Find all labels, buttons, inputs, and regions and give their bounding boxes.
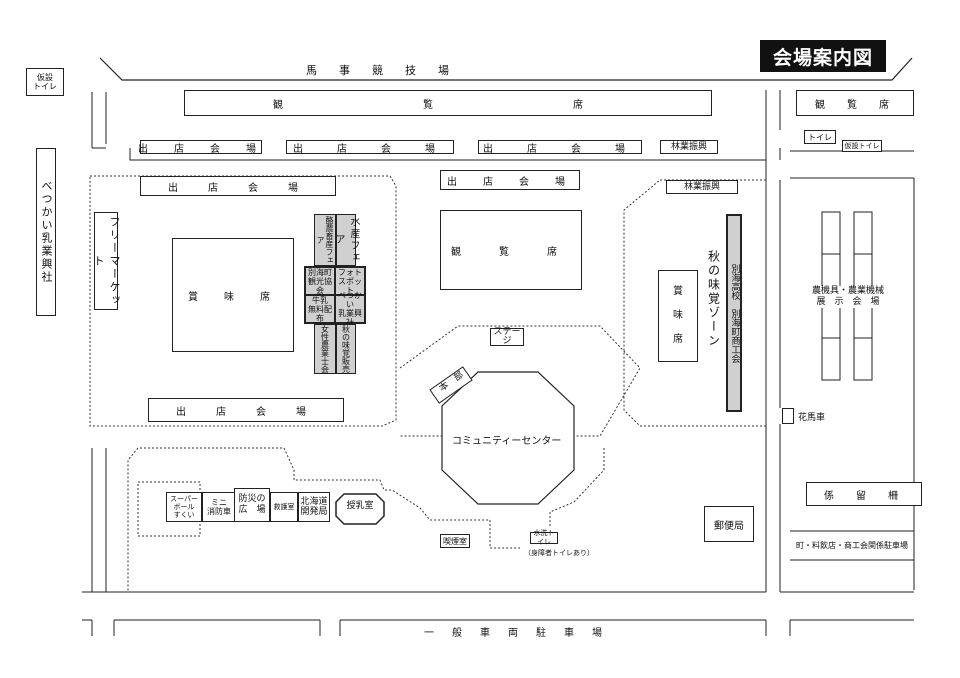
flush-toilet: 水洗トイレ (530, 529, 558, 546)
stall-area-1: 出 店 会 場 (138, 140, 262, 155)
first-aid-room: 救護室 (270, 492, 298, 522)
stall-area-center: 出 店 会 場 (440, 170, 580, 190)
beppu-dairy-booth: べつかい 乳業興社 (334, 291, 366, 327)
disaster-plaza: 防災の 広 場 (234, 488, 270, 522)
staff-parking: 町・料飲店・商工会関係駐車場 (796, 541, 908, 550)
stall-area-3: 出 店 会 場 (478, 140, 642, 155)
disabled-toilet-note: （身障者トイレあり） (524, 549, 594, 557)
post-office: 郵便局 (704, 506, 754, 542)
racecourse-label: 馬 事 競 技 場 (306, 64, 449, 77)
dairy-livestock-fair: 酪農畜産フェア (314, 214, 336, 266)
forestry-promo-1: 林業振興 (660, 140, 718, 154)
stall-area-left-bottom: 出 店 会 場 (148, 398, 344, 422)
beppu-dairy-label: べつかい乳業興社 (36, 148, 56, 316)
beppu-high-chamber: 別海高校 別海町商工会 (726, 214, 742, 412)
tasting-seats-right: 賞 味 席 (658, 270, 698, 362)
smoking-room: 喫煙室 (440, 534, 470, 548)
hokkaido-dev-bureau: 北海道 開発局 (298, 492, 330, 522)
flower-carriage-marker (782, 408, 794, 424)
beppu-tourism-assoc: 別海町 観光協会 (304, 266, 336, 296)
free-market: フリーマーケット (92, 212, 121, 310)
flower-carriage: 花馬車 (798, 413, 826, 423)
autumn-taste-sale: 秋の味覚販売 (336, 324, 356, 374)
temp-toilet-left: 仮設 トイレ (26, 68, 64, 96)
stall-area-left-top: 出 店 会 場 (140, 176, 336, 196)
mooring-fence: 係 留 柵 (806, 482, 922, 506)
spectator-seats-center: 観 覧 席 (440, 210, 582, 290)
machine-exhibition: 農機具・農業機械 展 示 会 場 (806, 286, 890, 308)
women-farmers: 女性農業士会 (314, 324, 336, 374)
toilet-right: トイレ (804, 130, 836, 144)
autumn-taste-zone: 秋の味覚ゾーン (704, 240, 724, 358)
tasting-seats-left: 賞 味 席 (172, 238, 294, 352)
temp-toilet-right: 仮設トイレ (842, 140, 882, 152)
spectator-seats-right: 観 覧 席 (796, 90, 914, 116)
community-center: コミュニティーセンター (452, 436, 562, 447)
super-ball-scoop: スーパー ボール すくい (166, 492, 202, 522)
forestry-promo-2: 林業振興 (666, 180, 738, 194)
nursing-room: 授乳室 (346, 501, 374, 511)
map-title: 会場案内図 (760, 40, 886, 72)
general-parking: 一 般 車 両 駐 車 場 (424, 628, 606, 639)
spectator-seats-top: 観 覧 席 (184, 90, 712, 116)
free-milk: 牛乳 無料配布 (304, 294, 336, 324)
mini-fire-engine: ミニ 消防車 (202, 492, 236, 522)
fisheries-fair: 水産フェア (333, 214, 359, 266)
stage: ステージ (490, 328, 524, 346)
stall-area-2: 出 店 会 場 (286, 140, 454, 155)
